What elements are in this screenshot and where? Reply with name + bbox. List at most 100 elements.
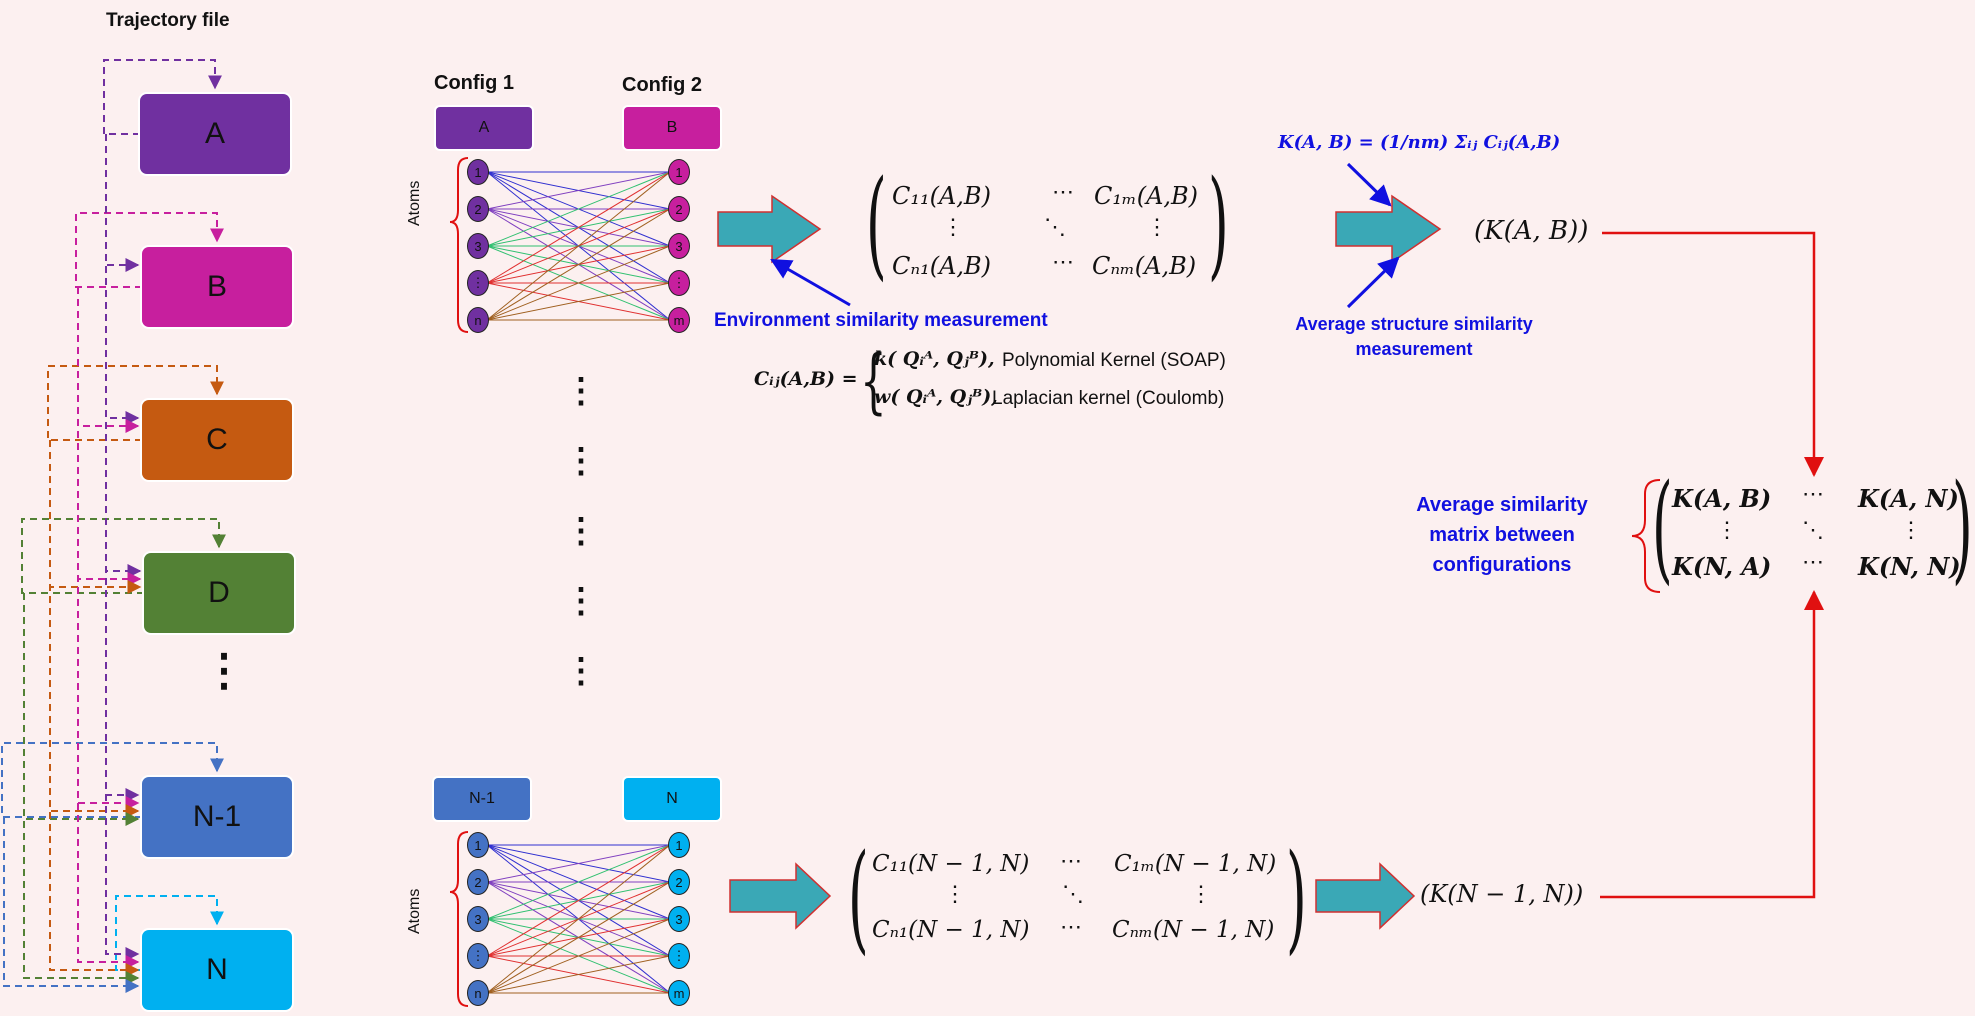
- dashed-connector: [77, 287, 140, 810]
- bottom-atom-link: [486, 918, 671, 994]
- config-ellipsis-1: ⋮: [564, 372, 598, 410]
- trajectory-box-n-1-label: N-1: [192, 800, 242, 833]
- dashed-connector: [105, 134, 140, 802]
- c-matrix-top-c1m: C₁ₘ(A,B): [1094, 182, 1199, 210]
- bottom-right-atom-node-0: 1: [668, 832, 690, 858]
- config-top-left-box[interactable]: A: [436, 107, 532, 149]
- c-matrix-top-cnm: Cₙₘ(A,B): [1092, 252, 1197, 280]
- dashed-connector: [21, 518, 226, 594]
- c-matrix-top-cdots-2: ⋯: [1052, 250, 1074, 275]
- trajectory-box-n-label: N: [206, 953, 228, 986]
- c-matrix-bottom-rparen: ): [1286, 828, 1307, 966]
- k-formula: K(A, B) = (1/nm) Σᵢⱼ Cᵢⱼ(A,B): [1278, 132, 1561, 153]
- red-connector-top: [1602, 231, 1824, 477]
- atoms-bracket-top: [449, 157, 469, 333]
- top-right-atom-node-0: 1: [668, 159, 690, 185]
- top-right-atom-node-2: 3: [668, 233, 690, 259]
- final-matrix-kan: K(A, N): [1858, 484, 1959, 513]
- top-atom-link: [486, 245, 671, 321]
- config-1-label: Config 1: [434, 72, 514, 94]
- final-matrix-kna: K(N, A): [1672, 552, 1772, 581]
- final-matrix-knn: K(N, N): [1858, 552, 1961, 581]
- final-matrix-vdots-2: ⋮: [1900, 518, 1922, 543]
- final-matrix-cdots-2: ⋯: [1802, 550, 1824, 575]
- dashed-connector: [105, 134, 140, 961]
- bottom-left-atom-node-4: n: [467, 980, 489, 1006]
- bottom-left-atom-node-0: 1: [467, 832, 489, 858]
- trajectory-box-c-label: C: [206, 423, 228, 456]
- c-matrix-bottom-vdots-1: ⋮: [944, 882, 966, 907]
- cij-row2-name: Laplacian kernel (Coulomb): [992, 388, 1225, 409]
- config-bottom-right-label: N: [666, 790, 678, 807]
- top-atom-link: [486, 208, 671, 321]
- cij-row2-fn: w( Qᵢᴬ, Qⱼᴮ),: [874, 386, 998, 408]
- c-matrix-top-vdots-2: ⋮: [1146, 215, 1168, 240]
- dashed-connector: [75, 212, 224, 288]
- config-ellipsis-2: ⋮: [564, 442, 598, 480]
- atoms-label-top: Atoms: [406, 180, 423, 226]
- config-bottom-right-box[interactable]: N: [624, 778, 720, 820]
- trajectory-box-d[interactable]: D: [144, 553, 294, 633]
- c-matrix-bottom-vdots-2: ⋮: [1190, 882, 1212, 907]
- trajectory-box-n-1[interactable]: N-1: [142, 777, 292, 857]
- config-ellipsis-5: ⋮: [564, 652, 598, 690]
- trajectory-title: Trajectory file: [106, 10, 230, 31]
- trajectory-box-a[interactable]: A: [140, 94, 290, 174]
- top-atom-link: [486, 171, 671, 284]
- avg-structure-line-2: measurement: [1355, 339, 1473, 359]
- top-left-atom-node-0: 1: [467, 159, 489, 185]
- c-matrix-top-cdots-1: ⋯: [1052, 180, 1074, 205]
- top-atom-link: [486, 171, 671, 321]
- dashed-connector: [47, 365, 224, 441]
- arrow-to-matrix-bottom: [729, 862, 832, 930]
- bottom-atom-link: [486, 955, 671, 994]
- k-n1n-value: (K(N − 1, N)): [1420, 880, 1584, 908]
- trajectory-connectors: [1, 59, 226, 993]
- dashed-connector: [49, 440, 140, 818]
- config-top-right-box[interactable]: B: [624, 107, 720, 149]
- c-matrix-top-ddots: ⋱: [1044, 215, 1066, 240]
- trajectory-box-b[interactable]: B: [142, 247, 292, 327]
- avg-matrix-label: Average similarity matrix between config…: [1390, 490, 1614, 580]
- dashed-connector: [105, 134, 140, 425]
- c-matrix-bottom-c1m: C₁ₘ(N − 1, N): [1114, 851, 1277, 877]
- env-pointer-arrow: [770, 258, 851, 307]
- avg-matrix-line-1: Average similarity: [1416, 494, 1588, 516]
- arrow-to-k-top: [1335, 194, 1442, 264]
- k-formula-pointer-arrow: [1346, 162, 1392, 207]
- avg-structure-label: Average structure similarity measurement: [1282, 314, 1546, 360]
- bottom-right-atom-node-4: m: [668, 980, 690, 1006]
- final-matrix-vdots-1: ⋮: [1716, 518, 1738, 543]
- bottom-right-atom-node-1: 2: [668, 869, 690, 895]
- top-atom-link: [486, 171, 671, 210]
- trajectory-box-c[interactable]: C: [142, 400, 292, 480]
- bottom-atom-link: [486, 844, 671, 957]
- atoms-label-bottom: Atoms: [406, 888, 423, 934]
- dashed-connector: [23, 593, 140, 826]
- arrow-to-k-bottom: [1315, 862, 1416, 930]
- top-atom-link: [486, 282, 671, 321]
- trajectory-box-n[interactable]: N: [142, 930, 292, 1010]
- trajectory-ellipsis: ⋮: [202, 646, 246, 695]
- cij-lhs: Cᵢⱼ(A,B) =: [754, 368, 858, 390]
- config-bottom-left-box[interactable]: N-1: [434, 778, 530, 820]
- config-ellipsis-3: ⋮: [564, 512, 598, 550]
- c-matrix-bottom-lparen: (: [848, 828, 869, 966]
- c-matrix-top-cn1: Cₙ₁(A,B): [892, 252, 992, 280]
- bottom-atom-link: [486, 844, 671, 994]
- final-matrix-kab: K(A, B): [1672, 484, 1772, 513]
- c-matrix-bottom-cdots-2: ⋯: [1060, 915, 1082, 940]
- cij-brace: {: [860, 340, 887, 422]
- dashed-connector: [3, 817, 140, 993]
- top-atom-link: [486, 171, 671, 247]
- c-matrix-top-vdots-1: ⋮: [942, 215, 964, 240]
- trajectory-box-d-label: D: [208, 576, 230, 609]
- dashed-connector: [23, 593, 140, 985]
- final-matrix-cdots-1: ⋯: [1802, 482, 1824, 507]
- top-left-atom-node-2: 3: [467, 233, 489, 259]
- config-ellipsis-4: ⋮: [564, 582, 598, 620]
- c-matrix-bottom-ddots: ⋱: [1062, 882, 1084, 907]
- arrow-to-matrix-top: [717, 194, 822, 264]
- trajectory-box-b-label: B: [206, 270, 227, 303]
- dashed-connector: [49, 440, 140, 977]
